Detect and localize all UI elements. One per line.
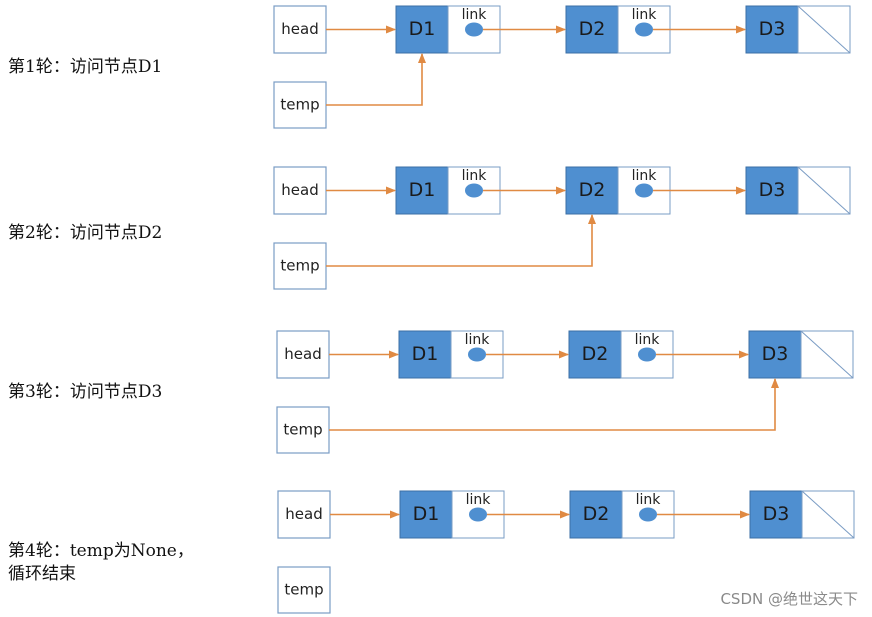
head-box (273, 5, 327, 54)
link-pointer-dot (635, 22, 653, 37)
node-d3-data (749, 490, 803, 539)
link-pointer-dot (468, 347, 486, 362)
node-d3-data (745, 166, 799, 215)
head-box (273, 166, 327, 215)
node-d3-label: D3 (763, 503, 790, 525)
link-label: link (635, 332, 661, 348)
head-label: head (285, 505, 322, 523)
node-d1-data (395, 5, 449, 54)
round-4-label-line1: 第4轮：temp为None， (8, 541, 194, 561)
temp-arrow (329, 378, 779, 431)
node-d1-label: D1 (409, 179, 436, 201)
round-4-label-line2: 循环结束 (8, 564, 76, 584)
null-link-slash (801, 490, 855, 539)
node-d1-label: D1 (412, 343, 439, 365)
link-pointer-dot (465, 183, 483, 198)
round-1-label: 第1轮：访问节点D1 (8, 57, 163, 77)
node-d3-data (745, 5, 799, 54)
link-label: link (632, 7, 658, 23)
node-d1-data (398, 330, 452, 379)
null-link-slash (797, 166, 851, 215)
head-label: head (281, 181, 318, 199)
head-label: head (281, 20, 318, 38)
temp-label: temp (280, 257, 319, 275)
node-d3-label: D3 (759, 18, 786, 40)
node-d2-label: D2 (582, 343, 609, 365)
link-pointer-dot (635, 183, 653, 198)
temp-label: temp (283, 421, 322, 439)
round-3-label: 第3轮：访问节点D3 (8, 382, 163, 402)
temp-arrow (326, 214, 596, 267)
node-d2-data (569, 490, 623, 539)
node-d2-label: D2 (579, 179, 606, 201)
node-d1-data (399, 490, 453, 539)
node-d2-label: D2 (579, 18, 606, 40)
link-pointer-dot (469, 507, 487, 522)
head-box (276, 330, 330, 379)
node-d1-data (395, 166, 449, 215)
node-d1-label: D1 (413, 503, 440, 525)
link-pointer-dot (465, 22, 483, 37)
link-label: link (462, 7, 488, 23)
node-d2-data (568, 330, 622, 379)
null-link-slash (797, 5, 851, 54)
link-pointer-dot (639, 507, 657, 522)
node-d1-label: D1 (409, 18, 436, 40)
link-label: link (462, 168, 488, 184)
watermark: CSDN @绝世这天下 (720, 590, 858, 608)
null-link-slash (800, 330, 854, 379)
node-d2-data (565, 166, 619, 215)
temp-label: temp (280, 96, 319, 114)
link-pointer-dot (638, 347, 656, 362)
link-label: link (636, 492, 662, 508)
node-d2-label: D2 (583, 503, 610, 525)
temp-label: temp (284, 581, 323, 599)
node-d3-label: D3 (762, 343, 789, 365)
link-label: link (465, 332, 491, 348)
link-label: link (466, 492, 492, 508)
link-label: link (632, 168, 658, 184)
temp-box (276, 406, 330, 454)
round-2-label: 第2轮：访问节点D2 (8, 223, 163, 243)
head-label: head (284, 345, 321, 363)
temp-arrow (326, 53, 426, 106)
temp-box (277, 566, 331, 614)
node-d3-label: D3 (759, 179, 786, 201)
temp-box (273, 242, 327, 290)
